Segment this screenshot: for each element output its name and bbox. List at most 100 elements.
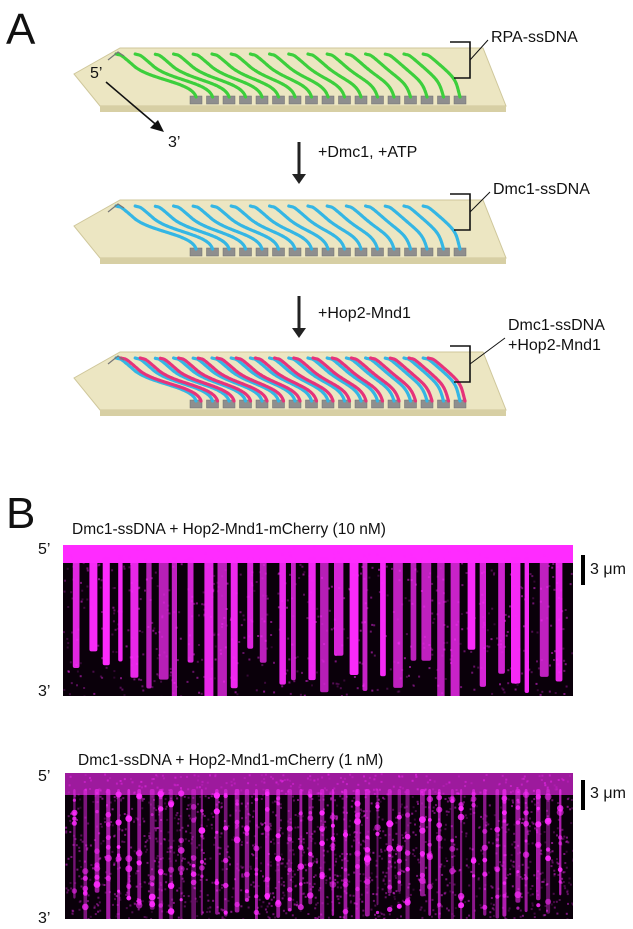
kymo2-speckle bbox=[333, 839, 336, 842]
kymo1-speckle bbox=[265, 647, 268, 650]
kymo2-speckle bbox=[375, 875, 378, 878]
kymo1-speckle bbox=[486, 645, 489, 648]
kymo2-speckle bbox=[182, 880, 185, 883]
kymo1-speckle bbox=[277, 606, 280, 609]
kymo1-speckle bbox=[69, 661, 72, 664]
kymo1-speckle bbox=[433, 558, 436, 560]
kymo2-punctum bbox=[105, 822, 111, 827]
kymo2-speckle bbox=[511, 843, 514, 846]
kymo2-speckle bbox=[395, 816, 398, 819]
kymo2-speckle bbox=[181, 877, 184, 880]
kymo2-speckle bbox=[85, 844, 88, 847]
kymo1-speckle bbox=[101, 657, 104, 660]
kymo2-punctum bbox=[178, 837, 184, 844]
kymo1-speckle bbox=[532, 602, 535, 605]
kymo1-speckle bbox=[539, 693, 542, 696]
kymo2-speckle bbox=[177, 822, 180, 825]
kymo2-speckle bbox=[135, 885, 138, 888]
kymo2-speckle bbox=[299, 909, 302, 912]
kymo2-speckle bbox=[104, 821, 107, 824]
platform-dmc1-strand-12-0 bbox=[344, 204, 396, 251]
kymo2-speckle bbox=[347, 873, 350, 876]
kymo1-speckle bbox=[116, 627, 119, 630]
kymo2-speckle bbox=[305, 869, 308, 872]
kymo1-speckle bbox=[105, 555, 108, 558]
kymo2-speckle bbox=[378, 788, 381, 791]
kymo1-speckle bbox=[203, 675, 206, 678]
kymo2-speckle bbox=[403, 901, 405, 903]
kymo2-speckle bbox=[501, 774, 504, 777]
kymo2-speckle bbox=[65, 887, 68, 890]
kymo2-punctum bbox=[545, 847, 551, 852]
kymo2-punctum bbox=[522, 791, 530, 798]
kymo2-punctum bbox=[396, 858, 402, 864]
kymo2-speckle bbox=[446, 813, 448, 816]
kymo2-punctum bbox=[375, 910, 380, 915]
kymo1-speckle bbox=[113, 670, 116, 673]
kymo1-speckle bbox=[97, 644, 100, 647]
kymo2-punctum bbox=[502, 881, 507, 885]
kymo2-speckle bbox=[204, 795, 207, 798]
kymo2-speckle bbox=[156, 775, 159, 778]
kymo2-speckle bbox=[282, 891, 285, 894]
kymo2-speckle bbox=[361, 809, 363, 812]
kymo2-speckle bbox=[286, 862, 289, 865]
kymo2-speckle bbox=[132, 792, 135, 795]
kymo2-punctum bbox=[149, 875, 155, 881]
kymo2-speckle bbox=[551, 861, 554, 864]
kymo2-speckle bbox=[297, 826, 300, 829]
kymo2-punctum bbox=[386, 845, 394, 852]
kymo2-speckle bbox=[449, 890, 452, 893]
kymo2-speckle bbox=[209, 857, 212, 860]
kymo2-punctum bbox=[343, 829, 348, 834]
kymo2-speckle bbox=[184, 901, 187, 904]
kymo2-speckle bbox=[487, 871, 490, 874]
kymo2-speckle bbox=[288, 834, 291, 837]
kymo1-speckle bbox=[299, 563, 302, 566]
kymo1-speckle bbox=[389, 668, 392, 671]
kymo1-speckle bbox=[521, 587, 524, 590]
kymo2-punctum bbox=[274, 900, 282, 908]
kymo1-speckle bbox=[299, 693, 302, 696]
kymo2-speckle bbox=[566, 805, 569, 808]
kymo2-speckle bbox=[151, 778, 154, 781]
kymo2-speckle bbox=[241, 875, 244, 878]
kymo2-speckle bbox=[363, 841, 366, 843]
kymo2-speckle bbox=[202, 911, 204, 914]
kymo1-speckle bbox=[552, 576, 555, 578]
kymo2-speckle bbox=[213, 843, 216, 846]
kymo2-speckle bbox=[122, 797, 125, 800]
kymo1-speckle bbox=[409, 666, 411, 668]
kymo1-speckle bbox=[477, 666, 480, 669]
kymo2-speckle bbox=[360, 893, 363, 896]
kymo2-speckle bbox=[327, 773, 330, 776]
kymo1-speckle bbox=[68, 670, 70, 673]
kymo1-filament-28 bbox=[479, 557, 486, 687]
kymo1-speckle bbox=[281, 553, 284, 556]
kymo1-speckle bbox=[81, 589, 84, 592]
kymo2-speckle bbox=[401, 899, 404, 902]
kymo2-speckle bbox=[492, 903, 495, 906]
kymo2-speckle bbox=[111, 824, 114, 827]
kymo2-punctum bbox=[524, 839, 528, 843]
kymo1-speckle bbox=[79, 662, 82, 665]
kymo2-speckle bbox=[138, 785, 141, 788]
kymo2-speckle bbox=[425, 775, 428, 778]
kymo2-punctum bbox=[482, 904, 488, 910]
kymo2-speckle bbox=[65, 830, 68, 833]
kymo2-speckle bbox=[242, 918, 245, 919]
kymo1-speckle bbox=[314, 621, 317, 623]
kymo2-punctum bbox=[275, 855, 282, 862]
kymo1-speckle bbox=[251, 554, 254, 557]
kymo2-speckle bbox=[287, 820, 290, 823]
platform-hop2-strand-8-1 bbox=[273, 356, 335, 403]
kymo2-filament-20 bbox=[287, 789, 292, 912]
kymo2-punctum bbox=[308, 851, 313, 857]
kymo1-speckle bbox=[506, 550, 509, 553]
kymo2-speckle bbox=[191, 835, 194, 838]
kymograph-10nm bbox=[63, 545, 573, 696]
kymo1-speckle bbox=[465, 611, 468, 614]
kymo2-speckle bbox=[218, 852, 221, 855]
kymo1-filament-13 bbox=[259, 557, 267, 663]
kymo2-punctum bbox=[354, 800, 361, 807]
